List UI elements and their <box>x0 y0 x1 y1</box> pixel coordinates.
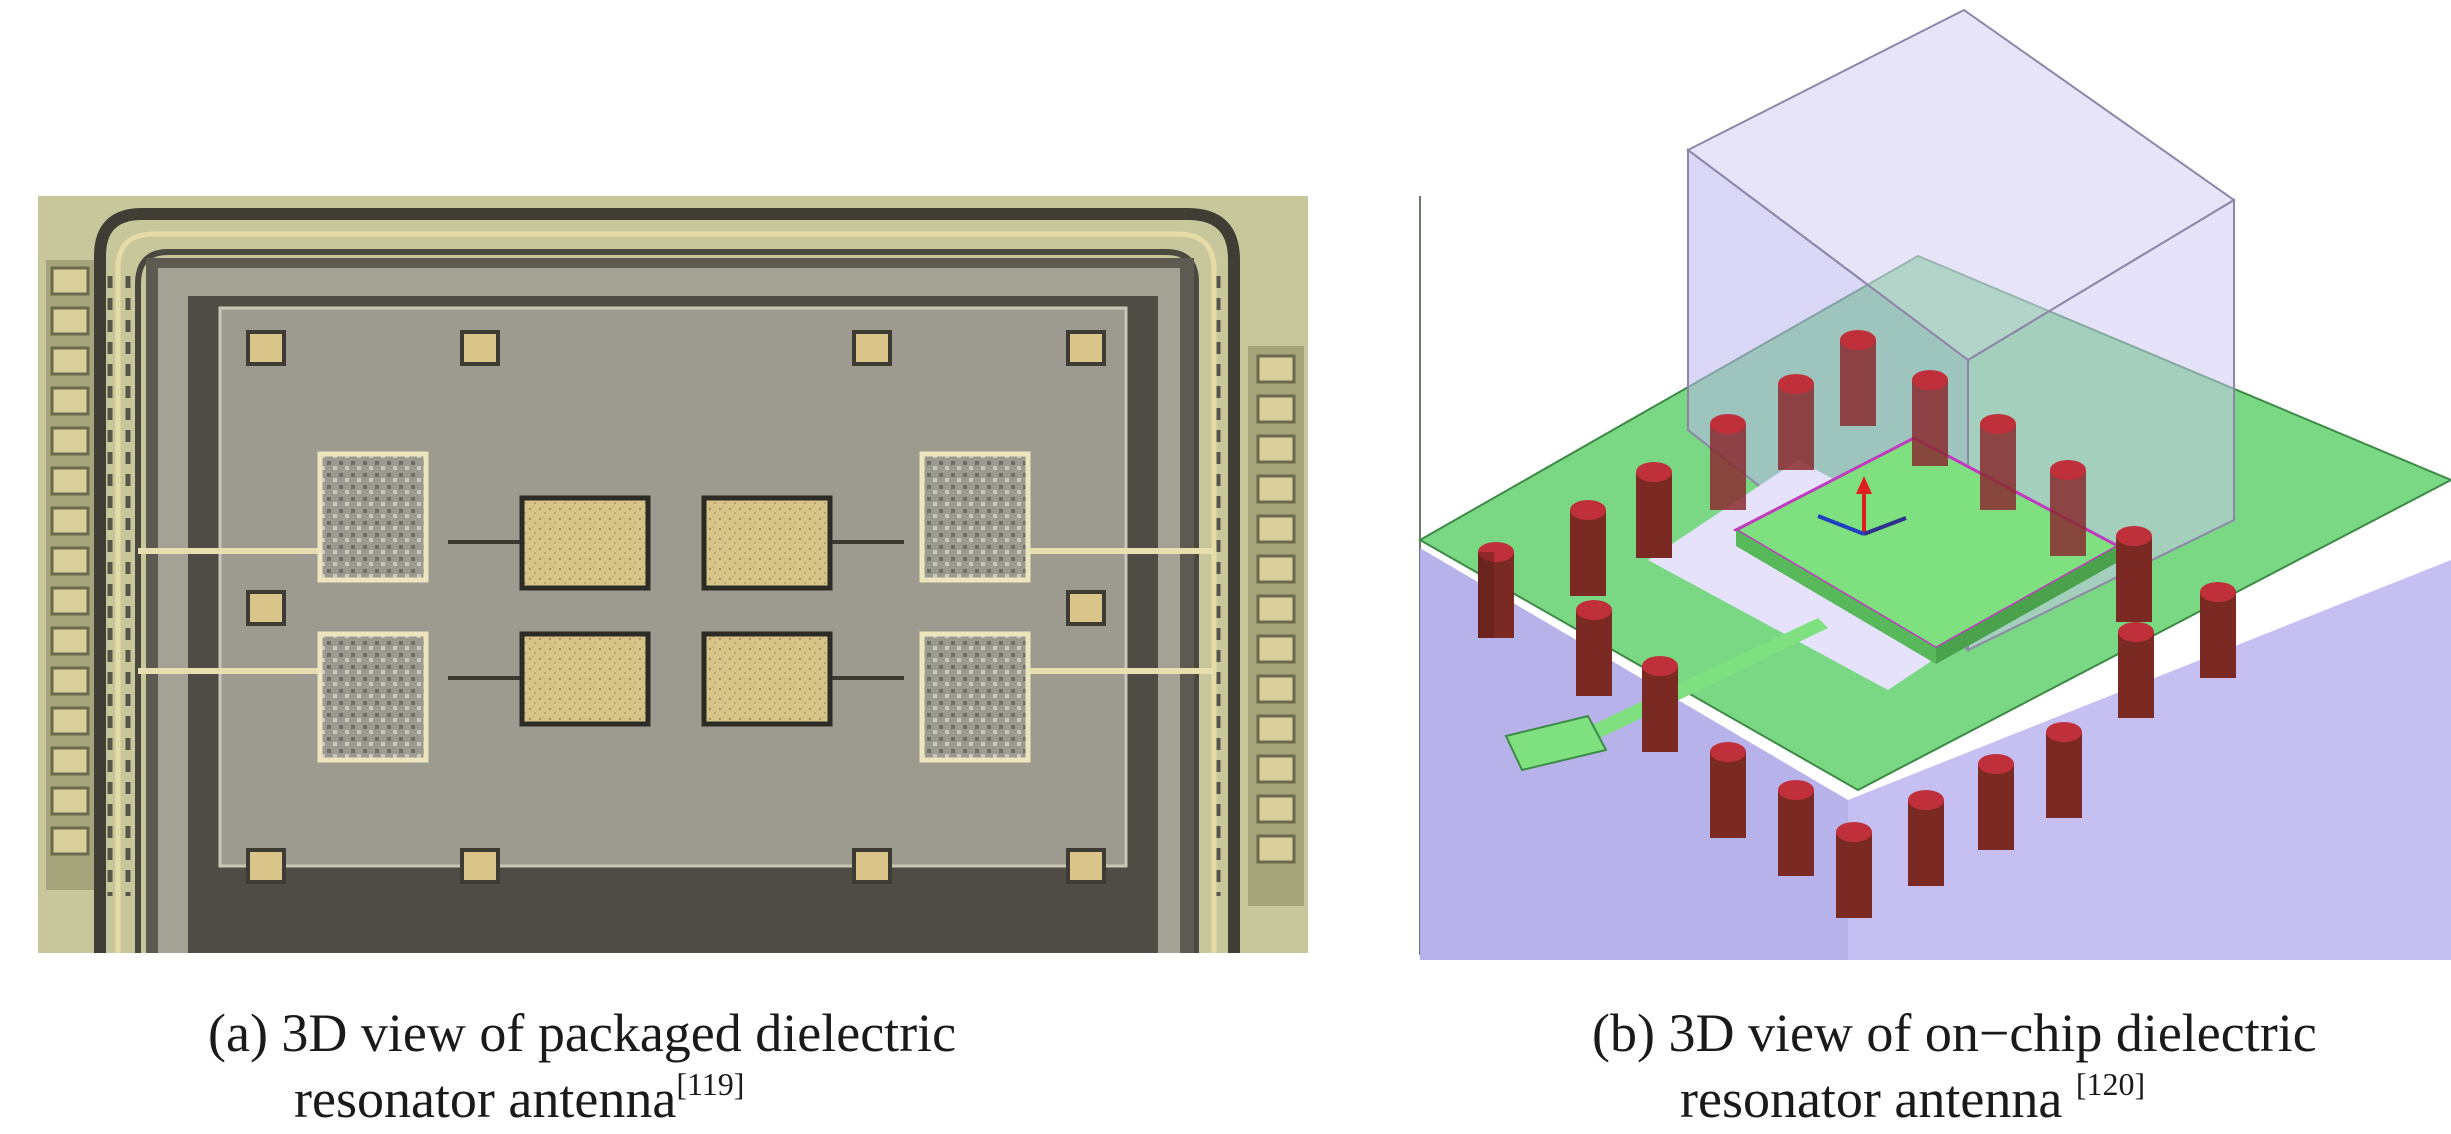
feed-lines <box>138 548 1214 674</box>
caption-a-line1: (a) 3D view of packaged dielectric <box>208 1003 957 1063</box>
left-bond-pads <box>46 260 98 890</box>
citation-120: [120] <box>2075 1066 2146 1102</box>
packaged-antenna-micrograph <box>38 196 1308 953</box>
substrate-right-face <box>1848 560 2451 960</box>
on-chip-antenna-3d-model <box>1418 0 2451 960</box>
feed-port <box>1504 714 1608 772</box>
caption-panel-a: (a) 3D view of packaged dielectric reson… <box>208 1000 956 1132</box>
caption-panel-b: (b) 3D view of on−chip dielectric resona… <box>1592 1000 2317 1132</box>
dielectric-resonators <box>519 495 833 727</box>
caption-b-line2: resonator antenna <box>1680 1069 2076 1129</box>
dra-traces <box>448 540 904 680</box>
substrate-left-face <box>1420 548 1848 960</box>
circuit-blocks <box>317 451 1031 763</box>
right-bond-pads <box>1248 346 1304 906</box>
micrograph-drawing <box>38 196 1308 953</box>
axis-triad-icon <box>1817 476 1907 536</box>
citation-119: [119] <box>676 1066 745 1102</box>
model-drawing <box>1418 8 2451 960</box>
caption-a-line2: resonator antenna <box>294 1069 677 1129</box>
via-posts <box>1478 330 2236 918</box>
caption-b-line1: (b) 3D view of on−chip dielectric <box>1592 1003 2317 1063</box>
small-pads <box>246 330 1106 884</box>
chip-surface <box>218 306 1128 868</box>
